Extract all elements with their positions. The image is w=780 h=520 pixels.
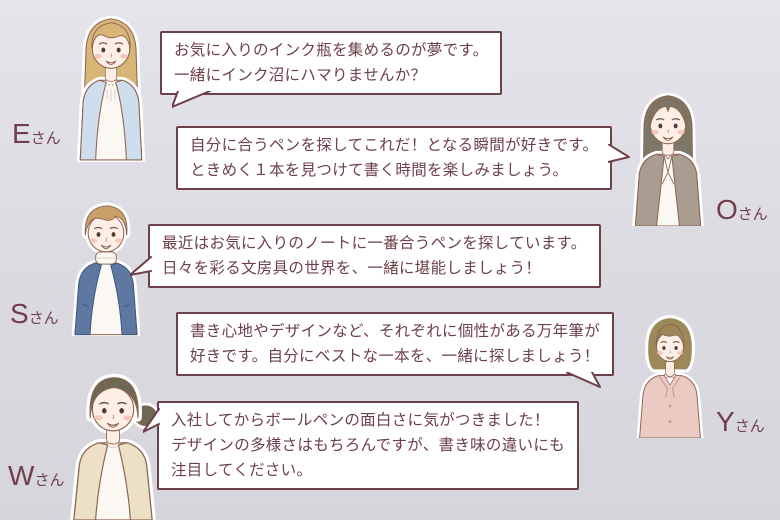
bubble-text-line: 注目してください。 xyxy=(171,462,313,479)
member-initial: S xyxy=(10,298,29,329)
bubble-text-line: 入社してからボールペンの面白さに気がつきました！ xyxy=(171,412,550,429)
bubble-text-line: 一緒にインク沼にハマりませんか？ xyxy=(174,67,427,84)
speech-bubble-s: 最近はお気に入りのノートに一番合うペンを探しています。 日々を彩る文房具の世界を… xyxy=(130,224,601,288)
bubble-text-line: 最近はお気に入りのノートに一番合うペンを探しています。 xyxy=(162,235,587,252)
member-suffix: さん xyxy=(737,206,768,223)
speech-bubble-o: 自分に合うペンを探してこれだ！となる瞬間が好きです。 ときめく１本を見つけて書く… xyxy=(176,126,631,190)
member-name-w: Wさん xyxy=(8,462,64,490)
speech-bubble-w: 入社してからボールペンの面白さに気がつきました！ デザインの多様さはもちろんです… xyxy=(143,401,579,490)
member-name-s: Sさん xyxy=(10,300,59,328)
avatar-y-icon xyxy=(636,315,704,438)
avatar-w-icon xyxy=(70,373,160,520)
bubble-text-line: 自分に合うペンを探してこれだ！となる瞬間が好きです。 xyxy=(190,137,599,154)
avatar-s-illustration xyxy=(59,196,153,336)
bubble-text-line: ときめく１本を見つけて書く時間を楽しみましょう。 xyxy=(190,162,569,179)
member-initial: W xyxy=(8,460,35,491)
bubble-text-line: デザインの多様さはもちろんですが、書き味の違いにも xyxy=(171,437,565,454)
member-name-e: Eさん xyxy=(12,120,61,148)
bubble-text-line: お気に入りのインク瓶を集めるのが夢です。 xyxy=(174,42,489,59)
member-initial: E xyxy=(12,118,31,149)
avatar-o-icon xyxy=(632,92,704,226)
member-suffix: さん xyxy=(34,472,65,489)
bubble-tail xyxy=(130,256,152,276)
avatar-e-illustration xyxy=(63,12,159,162)
bubble-tail xyxy=(608,144,631,163)
avatar-w-illustration xyxy=(56,370,170,520)
member-suffix: さん xyxy=(734,418,765,435)
bubble-text-line: 日々を彩る文房具の世界を、一緒に堪能しましょう！ xyxy=(162,260,542,277)
bubble-tail xyxy=(566,372,602,388)
speech-bubble-e: お気に入りのインク瓶を集めるのが夢です。 一緒にインク沼にハマりませんか？ xyxy=(160,31,503,108)
bubble-tail xyxy=(172,91,211,108)
member-initial: Y xyxy=(716,406,735,437)
bubble-text-line: 書き心地やデザインなど、それぞれに個性がある万年筆が xyxy=(190,323,601,340)
member-name-o: Oさん xyxy=(716,196,768,224)
member-initial: O xyxy=(716,194,738,225)
bubble-tail xyxy=(143,408,160,433)
avatar-o-illustration xyxy=(620,92,716,226)
avatar-y-illustration xyxy=(626,312,714,438)
avatar-e-icon xyxy=(76,15,146,162)
member-suffix: さん xyxy=(30,130,61,147)
member-name-y: Yさん xyxy=(716,408,765,436)
bubble-text-line: 好きです。自分にベストな一本を、一緒に探しましょう！ xyxy=(190,348,600,365)
speech-bubble-y: 書き心地やデザインなど、それぞれに個性がある万年筆が 好きです。自分にベストな一… xyxy=(176,312,615,388)
avatar-s-icon xyxy=(71,202,141,336)
member-suffix: さん xyxy=(28,310,59,327)
